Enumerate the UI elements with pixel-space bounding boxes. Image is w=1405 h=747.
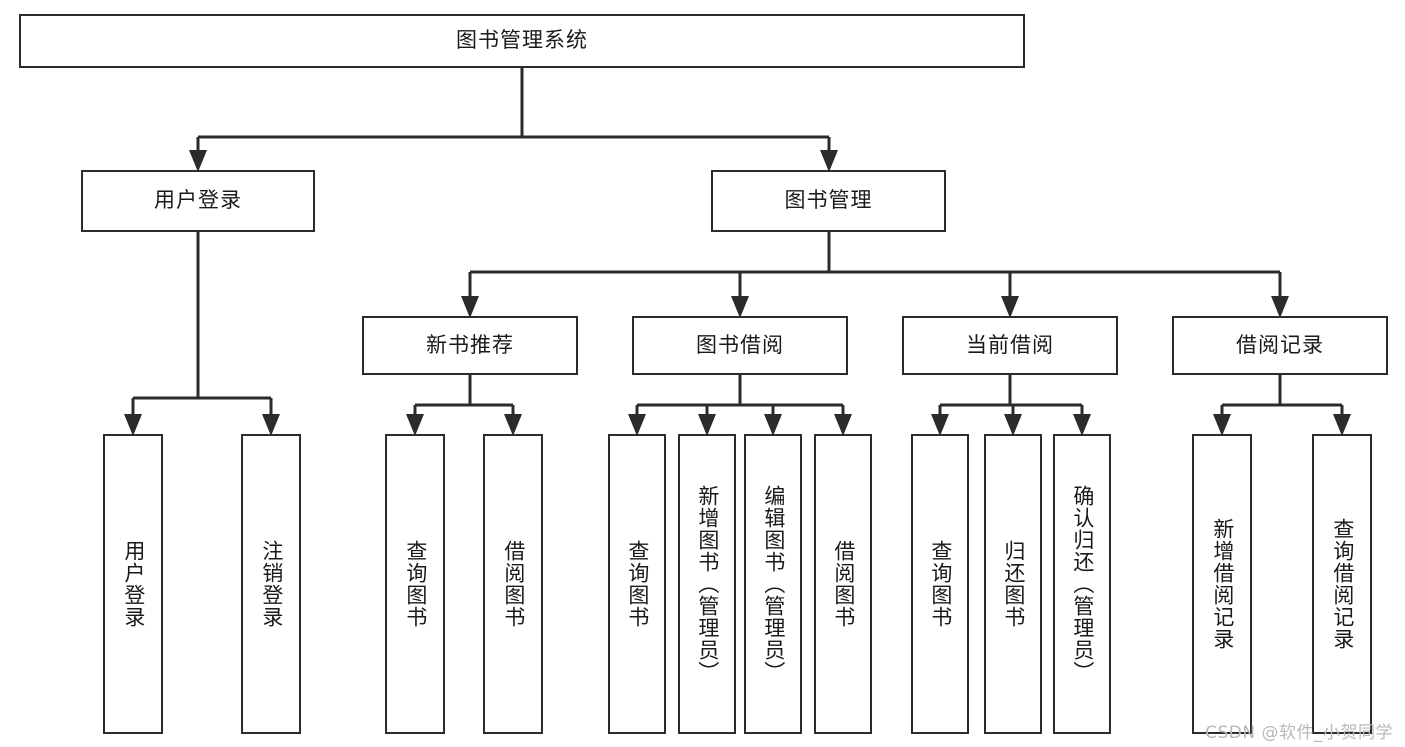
- node-leaf-rc-add[interactable]: 新增借阅记录: [1192, 434, 1252, 734]
- watermark: CSDN @软件_小贺同学: [1205, 723, 1393, 743]
- node-leaf-login[interactable]: 用户登录: [103, 434, 163, 734]
- node-label: 借阅记录: [1236, 332, 1324, 357]
- node-leaf-nb-borrow[interactable]: 借阅图书: [483, 434, 543, 734]
- arrowhead-records-1: [1333, 414, 1351, 436]
- arrowhead-bookmgmt-1: [731, 296, 749, 318]
- node-label: 图书管理: [784, 188, 873, 213]
- node-label: 图书借阅: [696, 332, 784, 357]
- node-label: 新书推荐: [426, 332, 514, 357]
- node-label: 借阅图书: [501, 540, 526, 628]
- arrowhead-records-0: [1213, 414, 1231, 436]
- node-leaf-cu-confirm[interactable]: 确认归还（管理员）: [1053, 434, 1111, 734]
- node-records[interactable]: 借阅记录: [1172, 316, 1388, 375]
- node-leaf-nb-query[interactable]: 查询图书: [385, 434, 445, 734]
- node-bookmgmt[interactable]: 图书管理: [711, 170, 946, 232]
- arrowhead-current-2: [1073, 414, 1091, 436]
- node-current[interactable]: 当前借阅: [902, 316, 1118, 375]
- node-label: 借阅图书: [831, 540, 856, 628]
- arrowhead-borrow-2: [764, 414, 782, 436]
- node-label: 查询图书: [928, 540, 953, 628]
- node-label: 编辑图书（管理员）: [761, 485, 786, 683]
- arrowhead-bookmgmt-2: [1001, 296, 1019, 318]
- node-leaf-cu-query[interactable]: 查询图书: [911, 434, 969, 734]
- node-leaf-bw-add[interactable]: 新增图书（管理员）: [678, 434, 736, 734]
- node-label: 当前借阅: [966, 332, 1054, 357]
- arrowhead-current-0: [931, 414, 949, 436]
- node-root[interactable]: 图书管理系统: [19, 14, 1025, 68]
- node-borrow[interactable]: 图书借阅: [632, 316, 848, 375]
- node-label: 归还图书: [1001, 540, 1026, 628]
- arrowhead-newbook-0: [406, 414, 424, 436]
- node-leaf-cu-return[interactable]: 归还图书: [984, 434, 1042, 734]
- arrowhead-newbook-1: [504, 414, 522, 436]
- node-label: 用户登录: [154, 188, 242, 213]
- arrowhead-root-1: [820, 150, 838, 172]
- node-label: 新增图书（管理员）: [695, 485, 720, 683]
- arrowhead-borrow-0: [628, 414, 646, 436]
- node-login[interactable]: 用户登录: [81, 170, 315, 232]
- node-label: 新增借阅记录: [1210, 518, 1235, 650]
- arrowhead-current-1: [1004, 414, 1022, 436]
- node-leaf-bw-lend[interactable]: 借阅图书: [814, 434, 872, 734]
- node-label: 用户登录: [121, 540, 146, 628]
- arrowhead-root-0: [189, 150, 207, 172]
- node-leaf-logout[interactable]: 注销登录: [241, 434, 301, 734]
- node-label: 图书管理系统: [456, 28, 588, 53]
- node-label: 注销登录: [259, 540, 284, 628]
- arrowhead-bookmgmt-3: [1271, 296, 1289, 318]
- arrowhead-login-0: [124, 414, 142, 436]
- node-newbook[interactable]: 新书推荐: [362, 316, 578, 375]
- node-leaf-bw-edit[interactable]: 编辑图书（管理员）: [744, 434, 802, 734]
- arrowhead-borrow-1: [698, 414, 716, 436]
- arrowhead-login-1: [262, 414, 280, 436]
- node-label: 查询图书: [403, 540, 428, 628]
- node-label: 查询借阅记录: [1330, 518, 1355, 650]
- node-leaf-rc-query[interactable]: 查询借阅记录: [1312, 434, 1372, 734]
- arrowhead-bookmgmt-0: [461, 296, 479, 318]
- node-label: 确认归还（管理员）: [1070, 485, 1095, 683]
- node-leaf-bw-query[interactable]: 查询图书: [608, 434, 666, 734]
- arrowhead-borrow-3: [834, 414, 852, 436]
- node-label: 查询图书: [625, 540, 650, 628]
